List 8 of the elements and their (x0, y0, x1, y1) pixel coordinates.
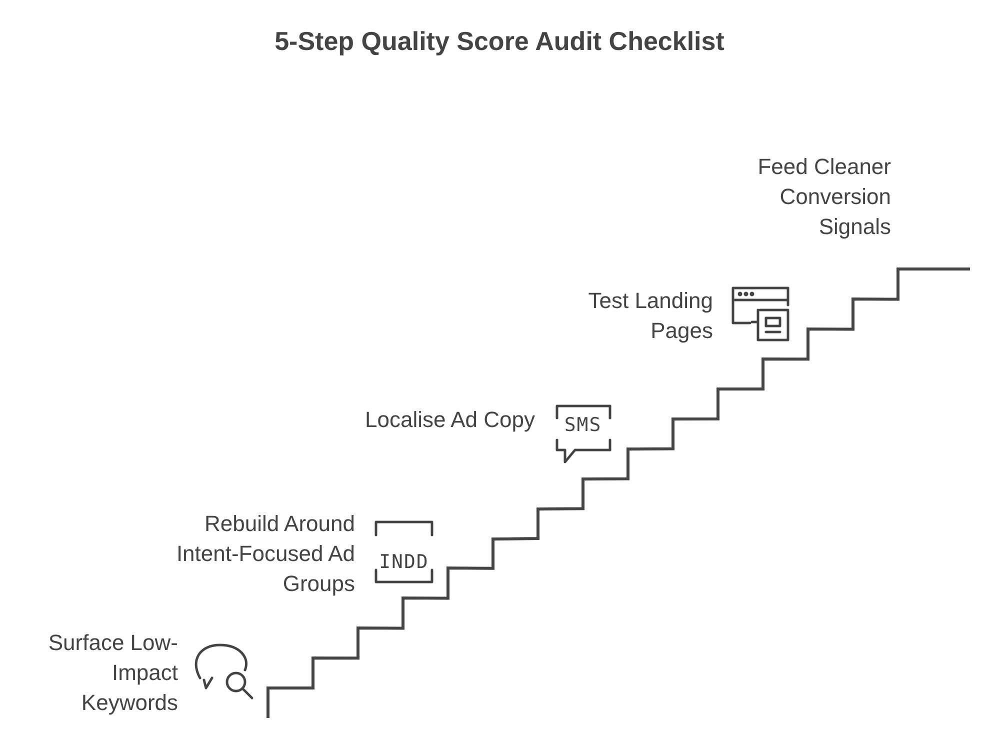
title: 5-Step Quality Score Audit Checklist (274, 26, 726, 57)
icon-text: SMS (563, 414, 603, 436)
step-label: Rebuild Around Intent-Focused Ad Groups (175, 510, 355, 598)
step-label: Feed Cleaner Conversion Signals (756, 153, 891, 241)
step-label: Localise Ad Copy (365, 406, 535, 434)
icon-text: INDD (378, 551, 430, 573)
step-label: Surface Low-Impact Keywords (47, 629, 178, 717)
step-label: Test Landing Pages (587, 287, 713, 345)
